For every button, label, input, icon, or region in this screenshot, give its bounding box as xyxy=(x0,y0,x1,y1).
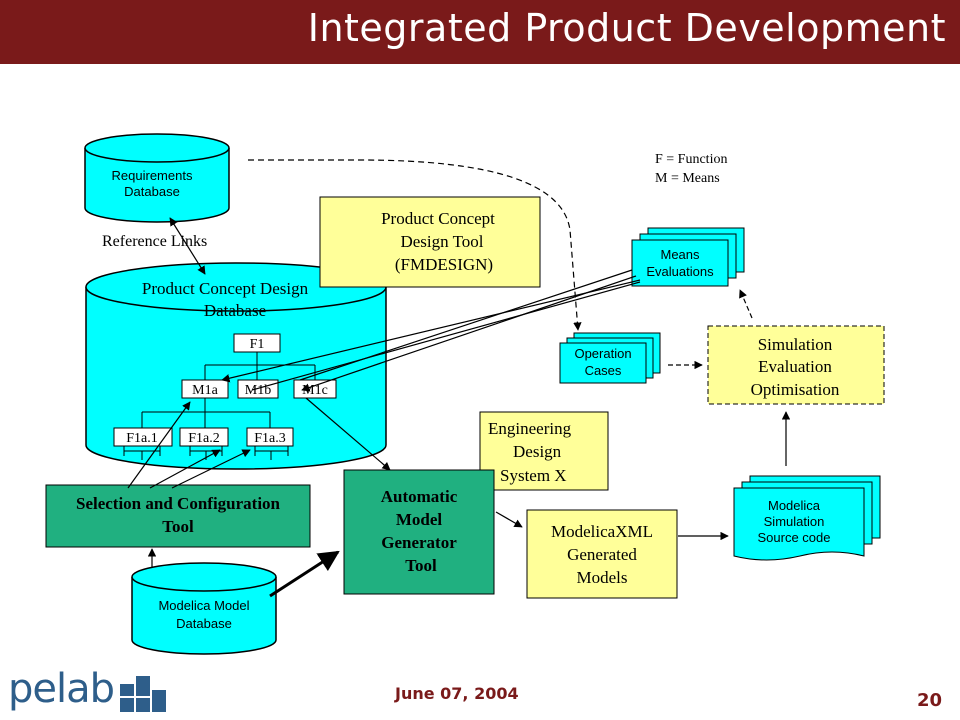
product-concept-design-database: Product Concept Design Database xyxy=(85,262,387,470)
engineering-line3: System X xyxy=(500,466,567,485)
reference-links-label: Reference Links xyxy=(102,233,207,250)
tree-f1a1: F1a.1 xyxy=(126,431,158,446)
page-title: Integrated Product Development xyxy=(307,6,946,50)
modelica-db-line1: Modelica Model xyxy=(158,598,249,613)
legend: F = Function M = Means xyxy=(655,152,727,186)
logo-square xyxy=(152,690,166,712)
fmdesign-line1: Product Concept xyxy=(381,209,495,228)
modelica-source-line1: Modelica xyxy=(768,498,821,513)
automatic-line2: Model xyxy=(396,510,443,529)
automatic-line1: Automatic xyxy=(381,487,458,506)
simulation-line2: Evaluation xyxy=(758,357,832,376)
simulation-line1: Simulation xyxy=(758,335,833,354)
fmdesign-line3: (FMDESIGN) xyxy=(395,255,493,274)
footer-date: June 07, 2004 xyxy=(395,684,519,703)
simulation-line3: Optimisation xyxy=(751,380,840,399)
legend-m: M = Means xyxy=(655,171,720,186)
function-means-tree: F1 M1a M1b M1c F1a.1 F1a.2 F1a.3 xyxy=(113,333,337,460)
logo-square xyxy=(120,684,134,696)
engineering-design-system: Engineering Design System X xyxy=(479,411,609,491)
title-bar: Integrated Product Development xyxy=(0,0,960,64)
modelica-source-code: Modelica Simulation Source code xyxy=(733,475,881,561)
fmdesign-line2: Design Tool xyxy=(400,232,483,251)
modelicaxml-line2: Generated xyxy=(567,545,637,564)
means-evaluations: Means Evaluations xyxy=(631,227,745,287)
selection-line2: Tool xyxy=(162,517,194,536)
tree-f1a3: F1a.3 xyxy=(254,431,286,446)
diagram: Requirements Database Reference Links Pr… xyxy=(45,133,885,655)
modelicaxml-line1: ModelicaXML xyxy=(551,522,653,541)
engineering-line1: Engineering xyxy=(488,419,572,438)
page-number: 20 xyxy=(916,690,942,711)
selection-line1: Selection and Configuration xyxy=(76,494,281,513)
requirements-database: Requirements Database xyxy=(84,133,230,223)
means-eval-line2: Evaluations xyxy=(646,264,714,279)
logo-text: pelab xyxy=(8,666,115,712)
connectors xyxy=(127,159,791,598)
modelicaxml-models: ModelicaXML Generated Models xyxy=(526,509,678,599)
selection-configuration-tool: Selection and Configuration Tool xyxy=(45,484,311,548)
requirements-db-line2: Database xyxy=(124,184,180,199)
modelica-model-database: Modelica Model Database xyxy=(131,562,277,655)
engineering-line2: Design xyxy=(513,442,562,461)
means-eval-line1: Means xyxy=(660,247,700,262)
logo-square xyxy=(136,698,150,712)
fmdesign-tool: Product Concept Design Tool (FMDESIGN) xyxy=(319,196,541,288)
tree-f1: F1 xyxy=(250,337,265,352)
automatic-line3: Generator xyxy=(381,533,457,552)
modelica-source-line3: Source code xyxy=(758,530,831,545)
tree-f1a2: F1a.2 xyxy=(188,431,220,446)
simulation-evaluation-box: Simulation Evaluation Optimisation xyxy=(707,325,885,405)
logo-square xyxy=(136,676,150,696)
legend-f: F = Function xyxy=(655,152,727,167)
operation-cases-line1: Operation xyxy=(574,346,631,361)
pelab-logo: pelab xyxy=(8,666,168,716)
pcd-db-line2: Database xyxy=(204,301,266,320)
tree-m1a: M1a xyxy=(192,383,218,398)
operation-cases: Operation Cases xyxy=(559,332,661,384)
pcd-db-line1: Product Concept Design xyxy=(142,279,309,298)
modelicaxml-line3: Models xyxy=(577,568,628,587)
automatic-line4: Tool xyxy=(405,556,437,575)
logo-square xyxy=(120,698,134,712)
modelica-source-line2: Simulation xyxy=(764,514,825,529)
automatic-model-generator: Automatic Model Generator Tool xyxy=(343,469,495,595)
requirements-db-line1: Requirements xyxy=(112,168,193,183)
operation-cases-line2: Cases xyxy=(585,363,622,378)
modelica-db-line2: Database xyxy=(176,616,232,631)
